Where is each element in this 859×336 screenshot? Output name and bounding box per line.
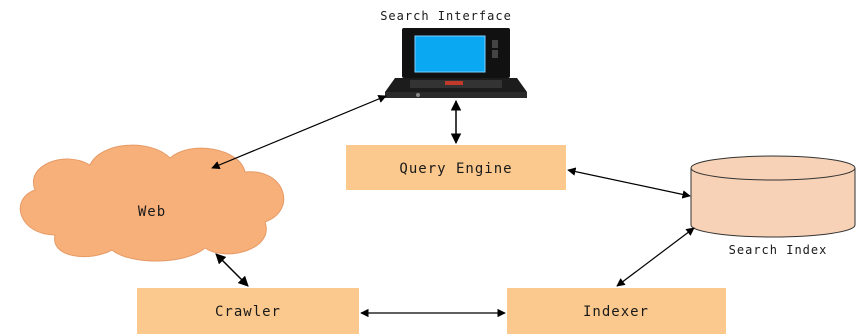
arrow-web-to-crawler xyxy=(215,253,249,287)
database-cylinder-icon xyxy=(690,155,856,238)
indexer-label: Indexer xyxy=(583,304,649,320)
search-index-label: Search Index xyxy=(729,243,828,257)
cloud-icon xyxy=(19,144,285,262)
arrow-web-to-interface xyxy=(211,95,387,169)
indexer-box xyxy=(507,288,726,334)
crawler-label: Crawler xyxy=(215,304,281,320)
web-label: Web xyxy=(138,204,166,220)
arrow-query-engine-to-index xyxy=(567,167,691,199)
search-interface-label: Search Interface xyxy=(380,9,512,23)
query-engine-label: Query Engine xyxy=(399,161,512,177)
laptop-icon xyxy=(385,28,527,98)
arrow-indexer-to-index xyxy=(616,227,695,287)
crawler-box xyxy=(137,288,359,334)
